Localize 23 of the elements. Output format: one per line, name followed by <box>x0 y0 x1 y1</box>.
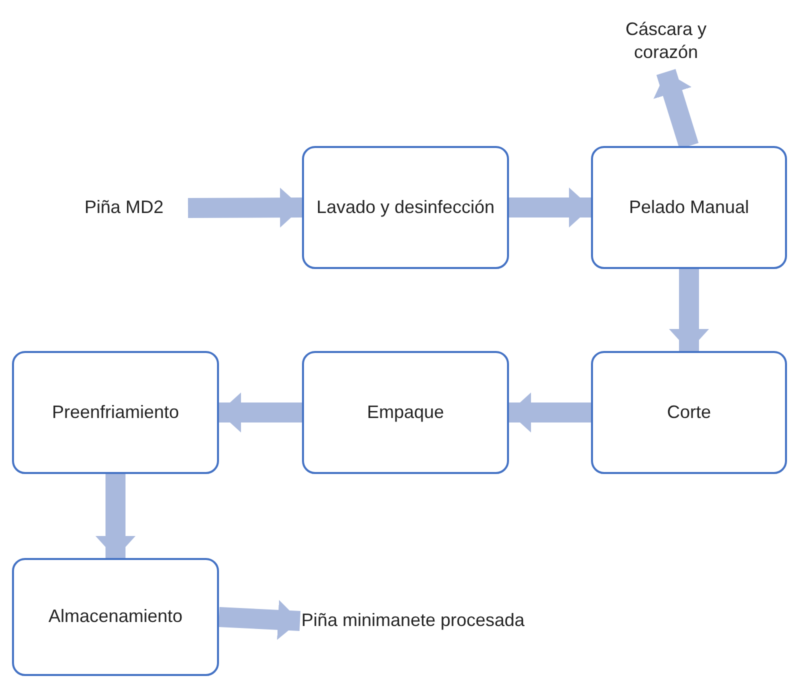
block-arrow <box>509 188 591 228</box>
block-arrow <box>653 69 699 149</box>
step-label: Preenfriamiento <box>52 400 180 424</box>
process-box <box>12 351 219 474</box>
step-label: Corte <box>666 400 711 424</box>
step-label: Lavado y desinfección <box>316 196 495 219</box>
block-arrow <box>96 474 136 558</box>
process-box <box>591 351 787 474</box>
flow-text: Cáscara y corazón <box>624 18 708 64</box>
process-box <box>591 146 787 269</box>
step-label: Empaque <box>366 400 444 424</box>
block-arrow <box>509 392 591 432</box>
process-box <box>302 351 509 474</box>
process-box <box>302 146 509 269</box>
step-label: Pelado Manual <box>628 196 750 219</box>
process-box <box>12 558 219 676</box>
step-label: Almacenamiento <box>48 605 183 628</box>
block-arrow <box>188 188 302 228</box>
block-arrow <box>219 392 302 432</box>
block-arrow <box>218 600 300 640</box>
block-arrow <box>669 269 709 351</box>
flow-text: Piña minimanete procesada <box>301 609 525 632</box>
flow-text: Piña MD2 <box>84 196 164 220</box>
